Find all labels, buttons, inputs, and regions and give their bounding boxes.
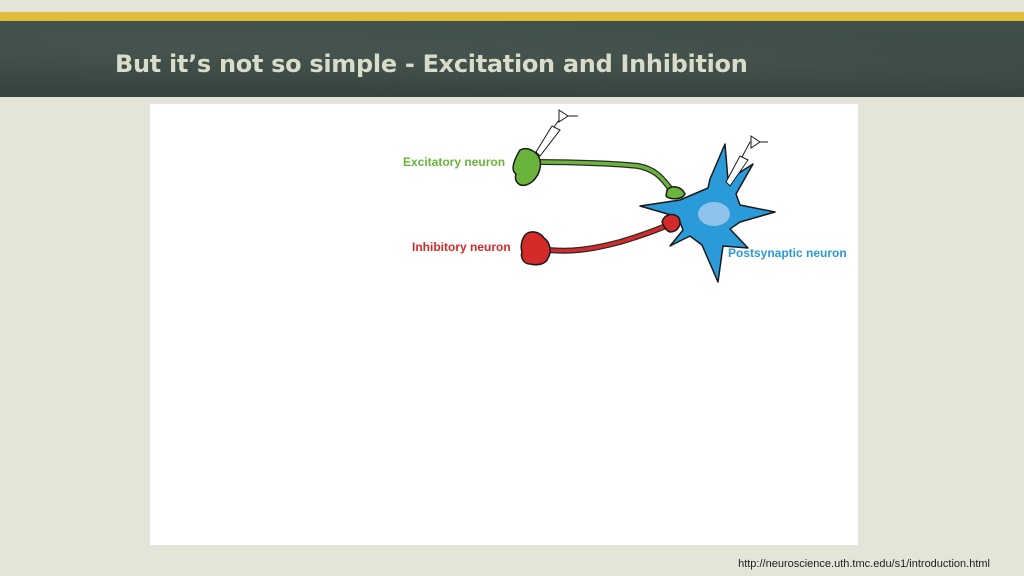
excitatory-neuron-label: Excitatory neuron — [403, 155, 506, 169]
excitatory-terminal — [665, 186, 686, 200]
source-url: http://neuroscience.uth.tmc.edu/s1/intro… — [738, 558, 990, 570]
accent-stripe — [0, 12, 1024, 21]
excitatory-axon — [535, 159, 675, 193]
title-band — [0, 21, 1024, 97]
recording-electrode-icon — [535, 109, 578, 157]
excitatory-soma — [512, 148, 542, 187]
neuron-diagram: Excitatory neuron Inhibitory neuron Post… — [150, 104, 858, 545]
postsynaptic-nucleus — [698, 202, 730, 226]
inhibitory-axon — [545, 221, 673, 254]
top-margin — [0, 0, 1024, 12]
inhibitory-soma — [520, 231, 551, 266]
slide-title: But it’s not so simple - Excitation and … — [115, 50, 748, 78]
postsynaptic-neuron-label: Postsynaptic neuron — [728, 246, 847, 260]
inhibitory-terminal — [661, 213, 681, 233]
recording-electrode-icon — [725, 135, 768, 187]
inhibitory-neuron-label: Inhibitory neuron — [412, 240, 511, 254]
neuron-diagram-svg — [512, 109, 776, 283]
